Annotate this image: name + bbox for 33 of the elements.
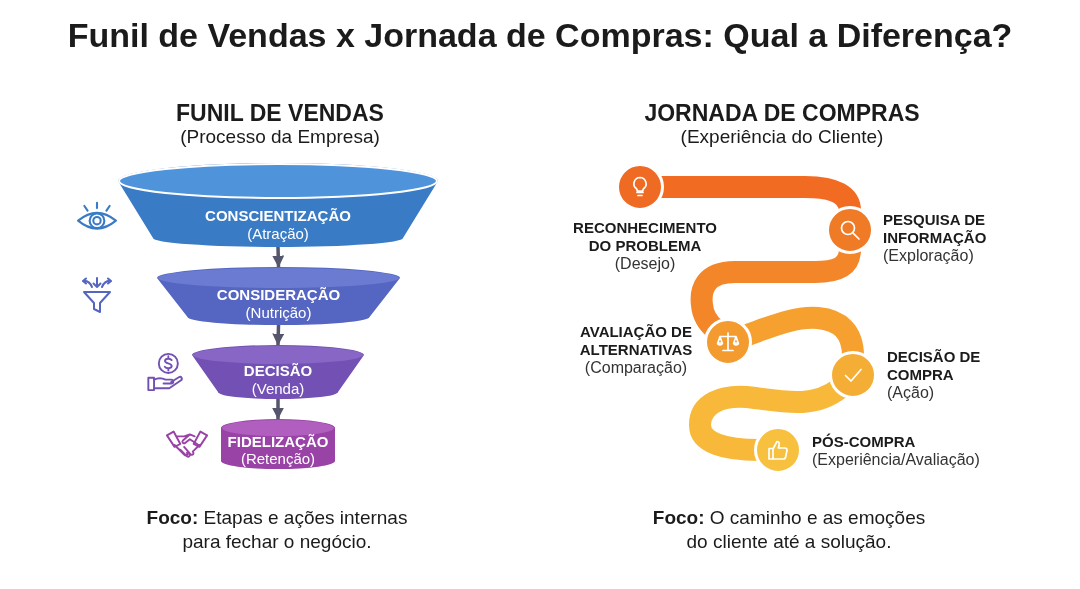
arrow [272,246,285,268]
funnel-layer [118,163,438,247]
section-heading: JORNADA DE COMPRAS [644,100,920,127]
stage-title: CONSIDERAÇÃO [216,286,341,303]
step-subtitle: (Comparação) [584,359,688,377]
section-subheading: (Experiência do Cliente) [680,126,884,148]
step-title: DECISÃO DE COMPRA [887,348,982,384]
funnel-layer [221,419,335,469]
section-heading: FUNIL DE VENDAS [176,100,384,127]
step-subtitle: (Experiência/Avaliação) [812,451,980,469]
footer-note: Foco: O caminho e as emoções do cliente até a solução. [651,506,927,554]
arrow [272,324,285,346]
stage-title: CONSCIENTIZAÇÃO [205,207,351,224]
arrow [272,399,284,420]
stage-title: DECISÃO [243,362,313,379]
funnel-layer [157,267,400,325]
step-title: PÓS-COMPRA [812,433,916,451]
footer-note: Foco: Etapas e ações internas para fechar o negócio. [145,506,409,554]
step-title: AVALIAÇÃO DE ALTERNATIVAS [578,323,694,359]
stage-subtitle: (Atração) [247,225,309,242]
stage-subtitle: (Venda) [251,380,305,397]
step-subtitle: (Desejo) [614,255,676,273]
step-subtitle: (Exploração) [883,247,974,265]
stage-subtitle: (Retenção) [240,450,316,467]
path-ribbon [689,379,846,461]
section-subheading: (Processo da Empresa) [180,126,380,148]
step-title: RECONHECIMENTO DO PROBLEMA [572,219,718,255]
title: Funil de Vendas x Jornada de Compras: Qual a Diferença? [67,15,1013,55]
stage-subtitle: (Nutrição) [245,304,312,321]
funnel-layer [192,345,364,399]
stage-title: FIDELIZAÇÃO [227,433,329,450]
step-subtitle: (Ação) [887,384,935,402]
step-title: PESQUISA DE INFORMAÇÃO [883,211,988,247]
